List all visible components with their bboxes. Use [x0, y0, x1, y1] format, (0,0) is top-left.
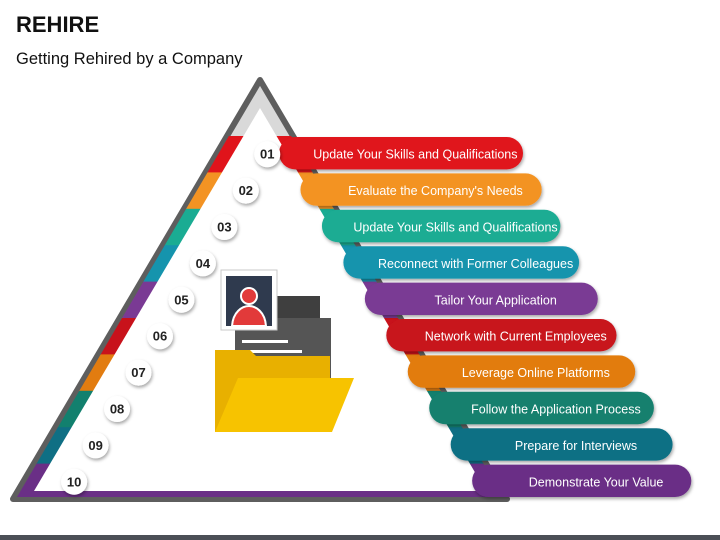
step-number-circle-05: [168, 286, 195, 313]
step-number-circle-01: [254, 141, 281, 168]
step-label-09: Prepare for Interviews: [515, 439, 637, 453]
step-number-circle-02: [232, 177, 259, 204]
step-pill-01: [279, 137, 523, 170]
profile-head: [240, 287, 258, 305]
page-subtitle: Getting Rehired by a Company: [16, 50, 243, 68]
step-pill-10: [472, 464, 692, 497]
step-label-08: Follow the Application Process: [471, 403, 641, 417]
step-number-02: 02: [239, 183, 253, 198]
step-number-09: 09: [88, 438, 102, 453]
folder-front: [215, 378, 354, 432]
step-number-circle-03: [211, 214, 238, 240]
step-number-10: 10: [67, 474, 81, 489]
step-pill-06: [386, 319, 617, 352]
step-pill-04: [343, 246, 580, 279]
step-label-05: Tailor Your Application: [435, 293, 557, 307]
step-pill-05: [364, 282, 598, 315]
step-number-circle-07: [125, 359, 152, 386]
step-label-07: Leverage Online Platforms: [462, 366, 610, 380]
step-number-circle-10: [61, 468, 88, 495]
step-pill-07: [407, 355, 636, 388]
step-number-circle-06: [146, 323, 173, 350]
footer-bar: [0, 535, 720, 540]
step-label-01: Update Your Skills and Qualifications: [313, 148, 517, 162]
step-pill-03: [321, 209, 561, 243]
profile-document-folder-icon: [215, 269, 354, 432]
step-number-circle-09: [82, 432, 109, 459]
step-label-02: Evaluate the Company's Needs: [348, 184, 523, 198]
step-pill-02: [300, 173, 542, 206]
step-number-circle-08: [104, 396, 131, 422]
step-number-03: 03: [217, 220, 231, 235]
document-line: [242, 340, 288, 343]
step-pill-08: [429, 391, 654, 425]
step-number-04: 04: [196, 256, 211, 271]
step-number-01: 01: [260, 147, 274, 162]
profile-body: [230, 304, 268, 327]
step-pill-09: [450, 428, 673, 461]
step-label-04: Reconnect with Former Colleagues: [378, 257, 573, 271]
step-number-circle-04: [189, 250, 216, 277]
step-label-06: Network with Current Employees: [425, 330, 607, 344]
step-number-08: 08: [110, 402, 124, 417]
step-number-05: 05: [174, 292, 188, 307]
step-label-10: Demonstrate Your Value: [529, 475, 664, 489]
document-line: [242, 350, 302, 353]
page-title: REHIRE: [16, 12, 100, 37]
step-label-03: Update Your Skills and Qualifications: [353, 221, 557, 235]
step-number-07: 07: [131, 365, 145, 380]
step-number-06: 06: [153, 329, 167, 344]
